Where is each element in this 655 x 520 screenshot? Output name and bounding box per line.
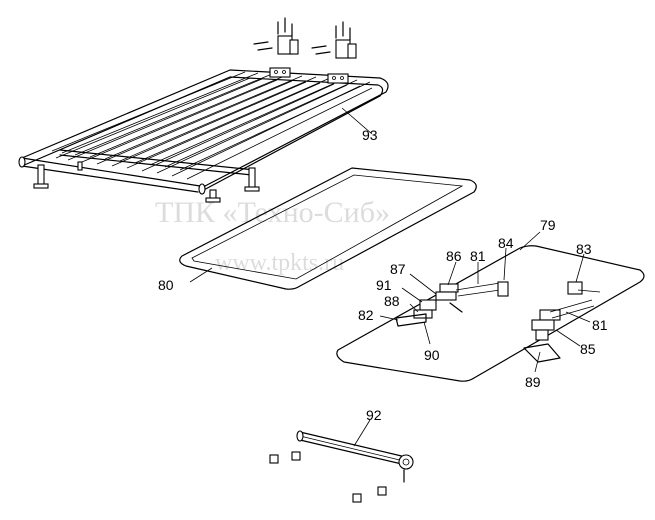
callout-86: 86 [446,248,462,264]
callout-88: 88 [384,293,400,309]
callout-leaders [189,107,591,447]
callout-79: 79 [540,217,556,233]
callout-83: 83 [576,241,592,257]
callout-90: 90 [424,347,440,363]
mounting-brackets-with-bolts [253,17,357,59]
callout-82: 82 [358,307,374,323]
support-rod [269,430,414,503]
callout-80: 80 [158,277,174,293]
watermark-company: ТПК «Техно-Сиб» [155,196,390,229]
hatch-seal-frame [179,167,477,290]
callout-81-lower: 81 [592,317,608,333]
roof-rack-frame [18,67,389,203]
callout-91: 91 [376,277,392,293]
hinge-assemblies [395,281,601,363]
callout-85: 85 [580,341,596,357]
callout-89: 89 [525,374,541,390]
callout-87: 87 [390,261,406,277]
callout-93: 93 [362,127,378,143]
watermark-website: www.tpkts.ru [215,250,344,276]
callout-92: 92 [366,407,382,423]
hatch-panel [336,245,645,382]
callout-84: 84 [498,235,514,251]
callout-81-upper: 81 [470,248,486,264]
